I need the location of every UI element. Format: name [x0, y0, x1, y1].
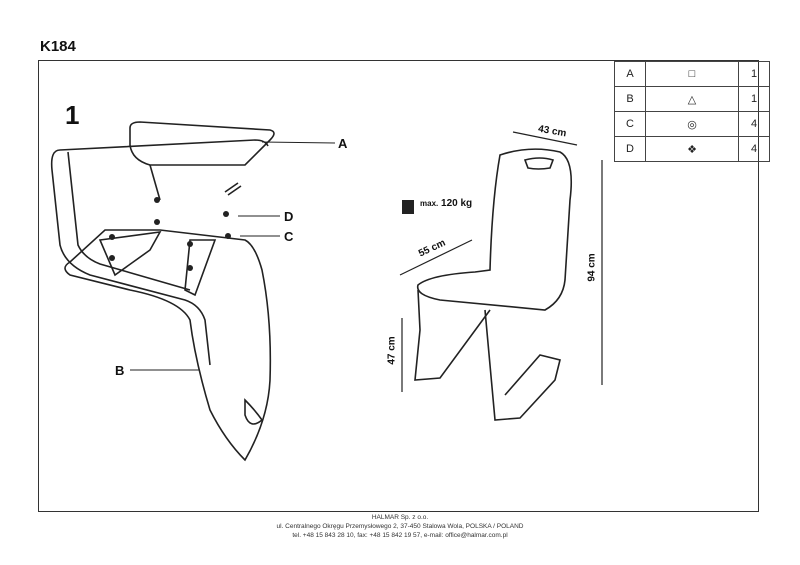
assembled-chair [414, 148, 573, 421]
product-code: K184 [40, 38, 76, 55]
footer: HALMAR Sp. z o.o. ul. Centralnego Okręgu… [0, 513, 800, 540]
dim-height: 94 cm [586, 253, 598, 282]
step-number: 1 [65, 100, 80, 130]
table-row: A□1 [614, 61, 770, 87]
table-row: D❖4 [614, 136, 770, 162]
callout-b: B [115, 363, 125, 378]
footer-address: ul. Centralnego Okręgu Przemysłowego 2, … [276, 523, 524, 530]
allen-key-icon [224, 182, 242, 196]
callout-c: C [284, 229, 294, 244]
footer-contact: tel. +48 15 843 28 10, fax: +48 15 842 1… [292, 532, 508, 539]
dim-seat-height: 47 cm [386, 336, 398, 365]
washer-icon: ◎ [645, 111, 739, 137]
dimension-lines [399, 131, 603, 392]
callout-a: A [338, 136, 348, 151]
callout-d: D [284, 209, 294, 224]
footer-company: HALMAR Sp. z o.o. [371, 514, 429, 521]
parts-table: A□1 B△1 C◎4 D❖4 [614, 61, 770, 162]
table-row: B△1 [614, 86, 770, 112]
instruction-frame [38, 60, 759, 512]
chair-frame-b [50, 121, 275, 366]
seat-icon: □ [645, 61, 739, 87]
chair-seat-a [64, 229, 272, 462]
table-row: C◎4 [614, 111, 770, 137]
screw-markers [109, 197, 231, 271]
frame-icon: △ [645, 86, 739, 112]
screw-icon: ❖ [645, 136, 739, 162]
max-load: max. 120 kg [420, 198, 473, 209]
weight-icon [402, 200, 414, 214]
